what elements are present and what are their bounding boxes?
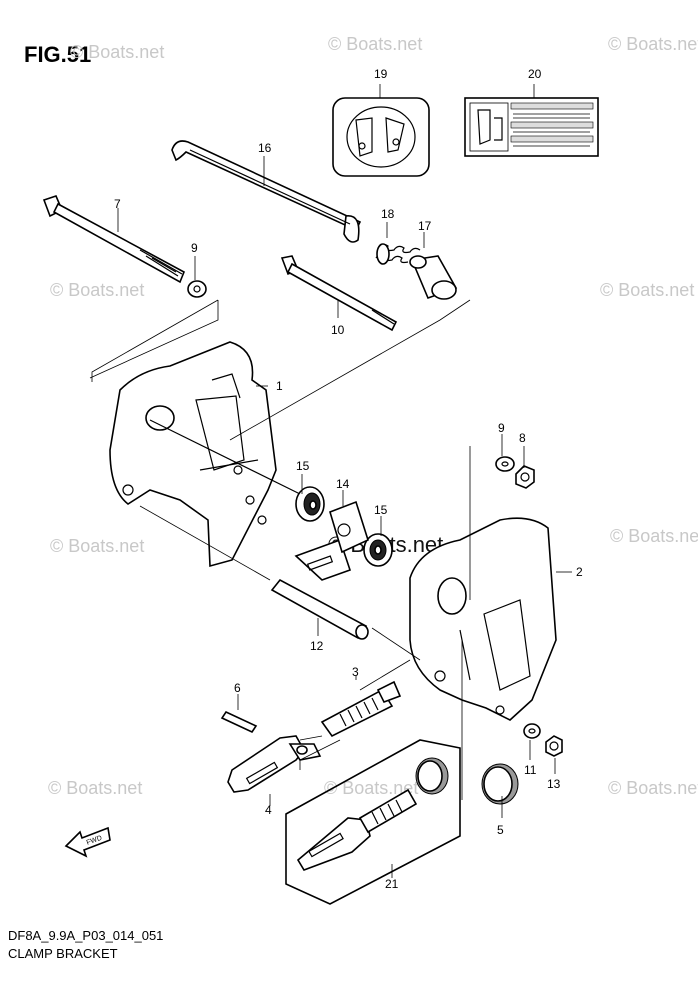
- nut-8-icon: [515, 465, 535, 489]
- diagram-title: CLAMP BRACKET: [8, 946, 118, 961]
- watermark-text: © Boats.net: [608, 778, 698, 798]
- watermark-text: © Boats.net: [324, 778, 418, 798]
- callout-8: 8: [519, 431, 526, 445]
- clamp-bracket-right-icon: [409, 517, 557, 721]
- callout-17: 17: [418, 219, 432, 233]
- callout-10: 10: [331, 323, 345, 337]
- diagram-code: DF8A_9.9A_P03_014_051: [8, 928, 164, 943]
- rod-16-icon: [171, 140, 362, 243]
- callout-9-right: 9: [498, 421, 505, 435]
- watermark-text: © Boats.net: [610, 526, 698, 546]
- label-19-icon: [332, 97, 430, 177]
- callout-18: 18: [381, 207, 395, 221]
- bushing-15a-icon: [295, 486, 325, 522]
- watermark-text: © Boats.net: [608, 34, 698, 54]
- callout-7: 7: [114, 197, 121, 211]
- bolt-7-icon: [42, 195, 186, 284]
- clamp-screw-21-icon: [285, 739, 461, 905]
- lever-14-icon: [294, 500, 369, 581]
- clamp-bracket-left-icon: [109, 341, 301, 568]
- lever-4-icon: [227, 735, 322, 793]
- callout-16: 16: [258, 141, 272, 155]
- callout-14: 14: [336, 477, 350, 491]
- callout-15-right: 15: [374, 503, 388, 517]
- callout-12: 12: [310, 639, 324, 653]
- rod-12-icon: [270, 578, 369, 640]
- callout-5: 5: [497, 823, 504, 837]
- washer-11-icon: [523, 723, 541, 739]
- callout-13: 13: [547, 777, 561, 791]
- callout-21: 21: [385, 877, 399, 891]
- pad-5-icon: [481, 763, 519, 805]
- washer-9b-icon: [495, 456, 515, 472]
- callout-15-left: 15: [296, 459, 310, 473]
- spring-18-icon: [375, 243, 421, 265]
- bolt-10-icon: [280, 255, 398, 332]
- callout-2: 2: [576, 565, 583, 579]
- callout-9-top: 9: [191, 241, 198, 255]
- pin-6-icon: [220, 710, 258, 734]
- watermark-text: © Boats.net: [328, 34, 422, 54]
- watermark-text: © Boats.net: [70, 42, 164, 62]
- washer-9-icon: [187, 280, 207, 298]
- nut-13-icon: [545, 735, 563, 757]
- watermark-text: © Boats.net: [600, 280, 694, 300]
- callout-3: 3: [352, 665, 359, 679]
- bushing-17-icon: [409, 255, 458, 300]
- warning-label-20-icon: [464, 97, 599, 157]
- callout-19: 19: [374, 67, 388, 81]
- screw-3-icon: [320, 680, 402, 738]
- callouts: 19 20 16 7 9 18 17 10 1 9 8 15 14 15 2 1…: [114, 67, 583, 891]
- callout-11: 11: [524, 763, 537, 777]
- watermark-text: © Boats.net: [50, 280, 144, 300]
- watermark-text: © Boats.net: [50, 536, 144, 556]
- bushing-15b-icon: [363, 533, 393, 567]
- callout-4: 4: [265, 803, 272, 817]
- leader-lines: [89, 84, 572, 878]
- callout-20: 20: [528, 67, 542, 81]
- callout-6: 6: [234, 681, 241, 695]
- figure-title: FIG.51: [24, 42, 92, 67]
- fwd-arrow-icon: FWD: [64, 826, 111, 858]
- callout-1: 1: [276, 379, 283, 393]
- watermark-text: © Boats.net: [48, 778, 142, 798]
